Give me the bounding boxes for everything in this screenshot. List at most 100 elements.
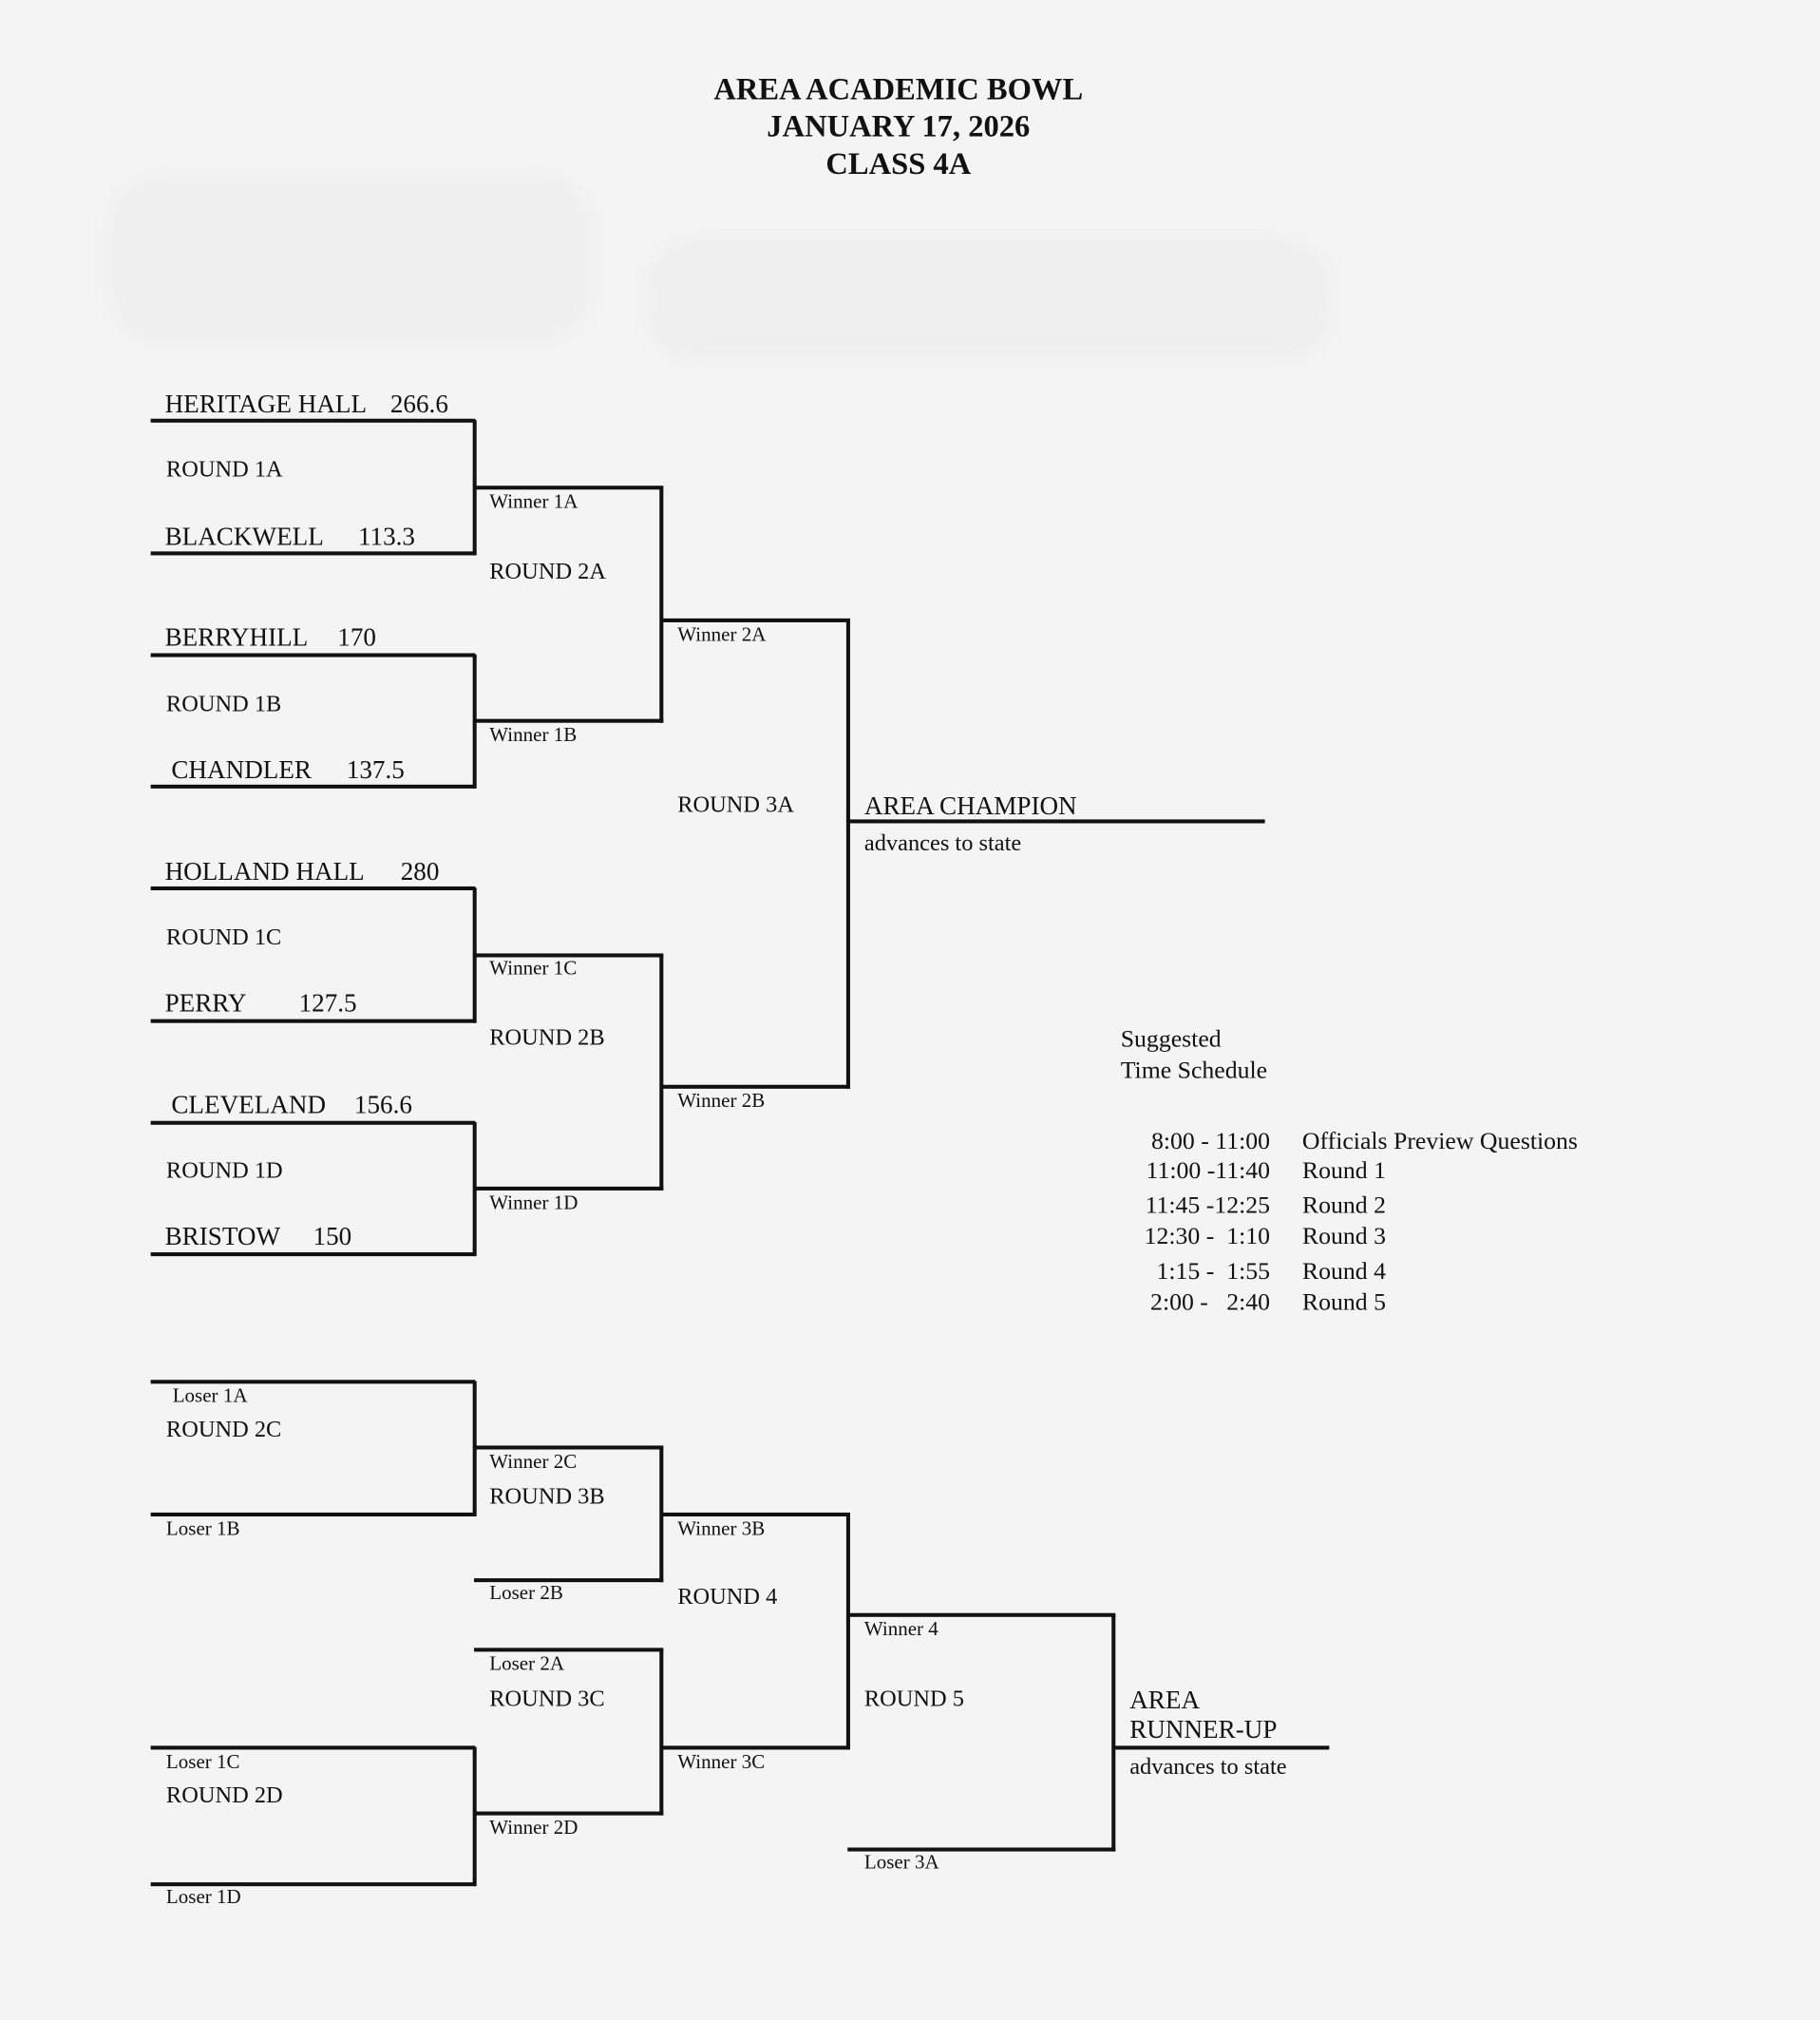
round-label: ROUND 1C	[165, 924, 282, 950]
bracket-line	[660, 618, 850, 622]
slot-label: Winner 2A	[677, 623, 767, 646]
team-name: BLACKWELL	[164, 523, 324, 552]
slot-label: Loser 3A	[863, 1851, 939, 1874]
bracket-line	[474, 952, 664, 957]
slot-label: Loser 1D	[165, 1886, 241, 1909]
slot-label: Winner 4	[863, 1618, 938, 1641]
bracket-line	[150, 1512, 476, 1516]
bracket-line	[847, 1612, 1116, 1617]
round-label: ROUND 5	[863, 1685, 964, 1711]
slot-label: Winner 3B	[677, 1517, 766, 1540]
round-label: ROUND 1D	[165, 1156, 283, 1183]
team-name: BRISTOW	[164, 1222, 281, 1251]
slot-label: Loser 2B	[489, 1582, 563, 1605]
bracket-line	[471, 887, 477, 1023]
round-label: ROUND 2B	[489, 1024, 605, 1051]
bracket-line	[474, 485, 664, 489]
round-label: ROUND 3A	[677, 791, 794, 817]
round-label: ROUND 2C	[165, 1416, 282, 1442]
bracket-line	[847, 818, 1265, 823]
bracket-line	[1112, 1744, 1330, 1749]
bracket-line	[474, 1647, 664, 1651]
team-score: 150	[313, 1222, 352, 1251]
round-label: ROUND 2D	[165, 1782, 283, 1808]
bracket-line	[474, 1444, 664, 1449]
bracket-line	[150, 550, 476, 555]
bracket-line	[658, 486, 663, 723]
slot-label: Winner 2B	[677, 1090, 766, 1113]
page-title: AREA ACADEMIC BOWL JANUARY 17, 2026 CLAS…	[0, 72, 1797, 184]
slot-label: Winner 2D	[489, 1817, 578, 1839]
schedule-title: Time Schedule	[1120, 1057, 1268, 1085]
runner-up-note: advances to state	[1129, 1753, 1287, 1780]
bracket-line	[474, 1186, 664, 1191]
team-name: HERITAGE HALL	[164, 390, 368, 419]
team-score: 280	[400, 858, 440, 886]
team-name: CHANDLER	[171, 755, 313, 785]
bracket-line	[150, 1379, 476, 1383]
round-label: ROUND 3B	[489, 1482, 605, 1509]
team-score: 127.5	[298, 989, 357, 1019]
bracket-line	[150, 886, 476, 890]
champion-label: AREA CHAMPION	[863, 791, 1077, 821]
slot-label: Loser 1B	[165, 1517, 240, 1540]
bracket-line	[474, 1810, 664, 1815]
champion-note: advances to state	[863, 829, 1022, 856]
team-name: HOLLAND HALL	[164, 858, 365, 886]
team-name: CLEVELAND	[171, 1091, 327, 1120]
team-score: 170	[337, 623, 376, 653]
team-name: BERRYHILL	[164, 623, 309, 653]
round-label: ROUND 2A	[489, 558, 607, 584]
schedule-time: 11:00 -11:40	[1146, 1157, 1271, 1185]
bracket-line	[658, 954, 663, 1191]
bracket-line	[150, 652, 476, 657]
bracket-line	[150, 418, 476, 423]
team-score: 156.6	[353, 1091, 412, 1120]
runner-up-label: AREA	[1129, 1687, 1201, 1715]
bracket-line	[150, 1018, 476, 1022]
bracket-line	[471, 420, 477, 556]
slot-label: Winner 1D	[489, 1191, 578, 1214]
slot-label: Loser 2A	[489, 1653, 565, 1676]
team-score: 113.3	[357, 523, 415, 552]
blurred-logo-left	[109, 174, 593, 342]
bracket-line	[150, 1744, 476, 1749]
round-label: ROUND 4	[677, 1583, 778, 1610]
round-label: ROUND 3C	[489, 1685, 605, 1711]
team-name: PERRY	[164, 989, 247, 1019]
bracket-line	[660, 1744, 850, 1749]
slot-label: Loser 1A	[172, 1385, 248, 1408]
slot-label: Winner 3C	[677, 1751, 766, 1774]
blurred-logo-right	[644, 238, 1334, 361]
schedule-event: Round 3	[1301, 1223, 1386, 1250]
title-date: JANUARY 17, 2026	[767, 110, 1031, 144]
slot-label: Winner 2C	[489, 1451, 578, 1474]
bracket-line	[845, 619, 850, 1089]
bracket-line	[150, 1120, 476, 1125]
slot-label: Winner 1B	[489, 724, 578, 747]
runner-up-label: RUNNER-UP	[1129, 1716, 1278, 1745]
bracket-line	[471, 1122, 477, 1257]
round-label: ROUND 1A	[165, 456, 283, 483]
schedule-title: Suggested	[1120, 1026, 1222, 1054]
title-class: CLASS 4A	[825, 147, 972, 182]
title-event: AREA ACADEMIC BOWL	[713, 73, 1084, 107]
bracket-line	[474, 1577, 664, 1582]
schedule-time: 8:00 - 11:00	[1151, 1128, 1271, 1155]
schedule-event: Round 4	[1301, 1258, 1386, 1286]
bracket-line	[474, 717, 664, 723]
schedule-time: 2:00 - 2:40	[1150, 1288, 1271, 1317]
round-label: ROUND 1B	[165, 690, 282, 716]
team-score: 266.6	[389, 390, 448, 419]
slot-label: Winner 1A	[489, 490, 578, 514]
bracket-line	[150, 784, 476, 789]
bracket-line	[150, 1251, 476, 1256]
schedule-time: 11:45 -12:25	[1145, 1191, 1271, 1220]
bracket-line	[471, 654, 477, 789]
schedule-event: Round 2	[1301, 1191, 1386, 1220]
bracket-line	[150, 1881, 476, 1886]
slot-label: Loser 1C	[165, 1751, 240, 1774]
bracket-line	[658, 1648, 663, 1816]
slot-label: Winner 1C	[489, 957, 578, 980]
